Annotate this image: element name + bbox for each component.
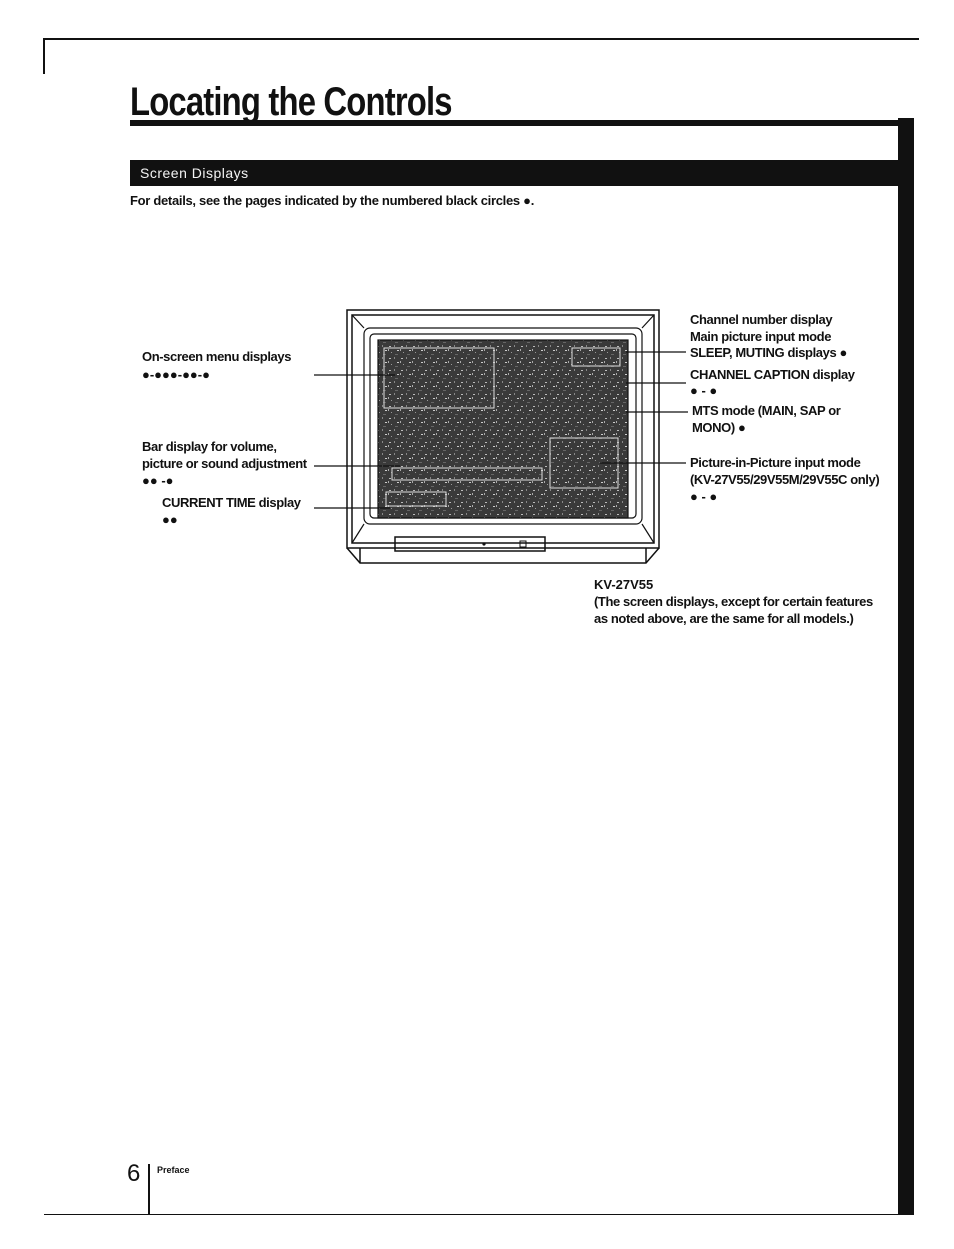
model-note-line2: as noted above, are the same for all mod…: [594, 611, 854, 626]
label-pip-line1: Picture-in-Picture input mode: [690, 455, 861, 470]
page-edge-bar: [898, 118, 914, 1215]
label-mts-mode-text: MONO): [692, 420, 735, 435]
intro-text: For details, see the pages indicated by …: [130, 193, 535, 208]
page-frame-left-rule: [43, 38, 45, 74]
title-underline: [130, 120, 914, 126]
ref-circles-channel-caption: ● - ●: [690, 383, 718, 398]
label-channel-caption: CHANNEL CAPTION display: [690, 367, 855, 382]
page-number: 6: [127, 1160, 141, 1187]
tv-cabinet: [346, 309, 660, 564]
label-sleep-muting-text: SLEEP, MUTING displays: [690, 345, 837, 360]
section-heading: Screen Displays: [130, 160, 898, 186]
label-onscreen-menu: On-screen menu displays: [142, 349, 292, 364]
label-sleep-muting: SLEEP, MUTING displays ●: [690, 345, 847, 362]
ref-circle-mts-mode: ●: [738, 420, 746, 435]
label-main-picture-input: Main picture input mode: [690, 329, 832, 344]
ref-circles-onscreen-menu: ●-●●●-●●-●: [142, 367, 210, 382]
label-mts-mode-line2: MONO) ●: [692, 420, 746, 437]
ref-circles-pip: ● - ●: [690, 489, 718, 504]
label-channel-number: Channel number display: [690, 312, 833, 327]
ref-circles-current-time: ●●: [162, 512, 178, 527]
label-mts-mode-line1: MTS mode (MAIN, SAP or: [692, 403, 841, 418]
label-bar-display-line1: Bar display for volume,: [142, 439, 277, 454]
page-title: Locating the Controls: [130, 80, 453, 124]
model-note-line1: (The screen displays, except for certain…: [594, 594, 873, 609]
label-pip-line2: (KV-27V55/29V55M/29V55C only): [690, 472, 880, 487]
ref-circles-bar-display: ●● -●: [142, 473, 174, 488]
footer-section-label: Preface: [157, 1165, 190, 1175]
page-frame-top-rule: [44, 38, 919, 40]
bottom-rule: [44, 1214, 914, 1215]
model-note: (The screen displays, except for certain…: [594, 593, 873, 627]
model-caption: KV-27V55: [594, 577, 654, 592]
tv-illustration: [346, 309, 660, 564]
label-bar-display-line2: picture or sound adjustment: [142, 456, 307, 471]
footer-separator: [148, 1164, 150, 1214]
label-current-time: CURRENT TIME display: [162, 495, 301, 510]
ref-circle-sleep-muting: ●: [839, 345, 848, 360]
